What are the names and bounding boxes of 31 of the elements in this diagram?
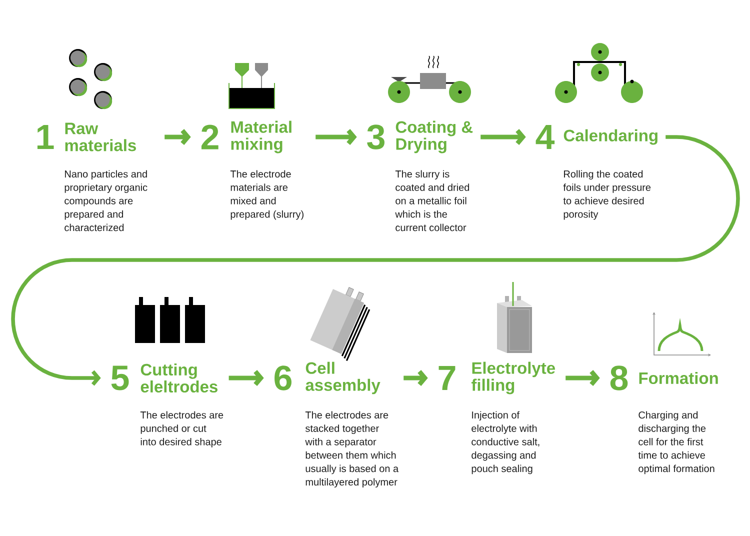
step-number: 8 [610,366,628,390]
step-number: 4 [536,124,555,150]
step-description: The electrodes are stacked together with a separator between them which usually is based on a multilayered polymer [305,411,399,488]
step-number: 5 [111,366,129,390]
step-description: Nano particles and proprietary organic compounds are prepared and characterized [64,170,148,232]
step-number: 2 [201,124,218,150]
arrow [164,129,191,145]
step-title: Electrolyte filling [471,362,555,394]
arrow [566,370,600,386]
step-description: Injection of electrolyte with conductive salt, degassing and pouch sealing [472,411,540,474]
step-description: The electrodes are punched or cut into desired shape [140,411,224,448]
arrow [228,370,264,386]
arrow [404,370,428,386]
step-number: 6 [274,366,292,390]
arrow [480,129,526,145]
step-title: Calendaring [564,129,658,145]
step-title: Material mixing [231,120,292,154]
step-description: The slurry is coated and dried on a metallic foil which is the current collector [395,170,470,232]
step-number: 3 [367,124,384,150]
step-title: Formation [639,372,718,384]
step-description: The electrode materials are mixed and prepared (slurry) [230,170,304,220]
step-description: Charging and discharging the cell for the first time to achieve optimal formation [638,411,714,474]
arrow [316,129,357,145]
step-title: Raw materials [65,122,136,152]
step-title: Coating & Drying [396,120,473,154]
step-description: Rolling the coated foils under pressure to achieve desired porosity [563,170,651,220]
step-title: Cell assembly [306,362,380,394]
step-number: 7 [438,366,456,390]
step-title: Cutting eleltrodes [140,363,218,393]
arrow [11,135,740,386]
step-number: 1 [37,124,54,150]
